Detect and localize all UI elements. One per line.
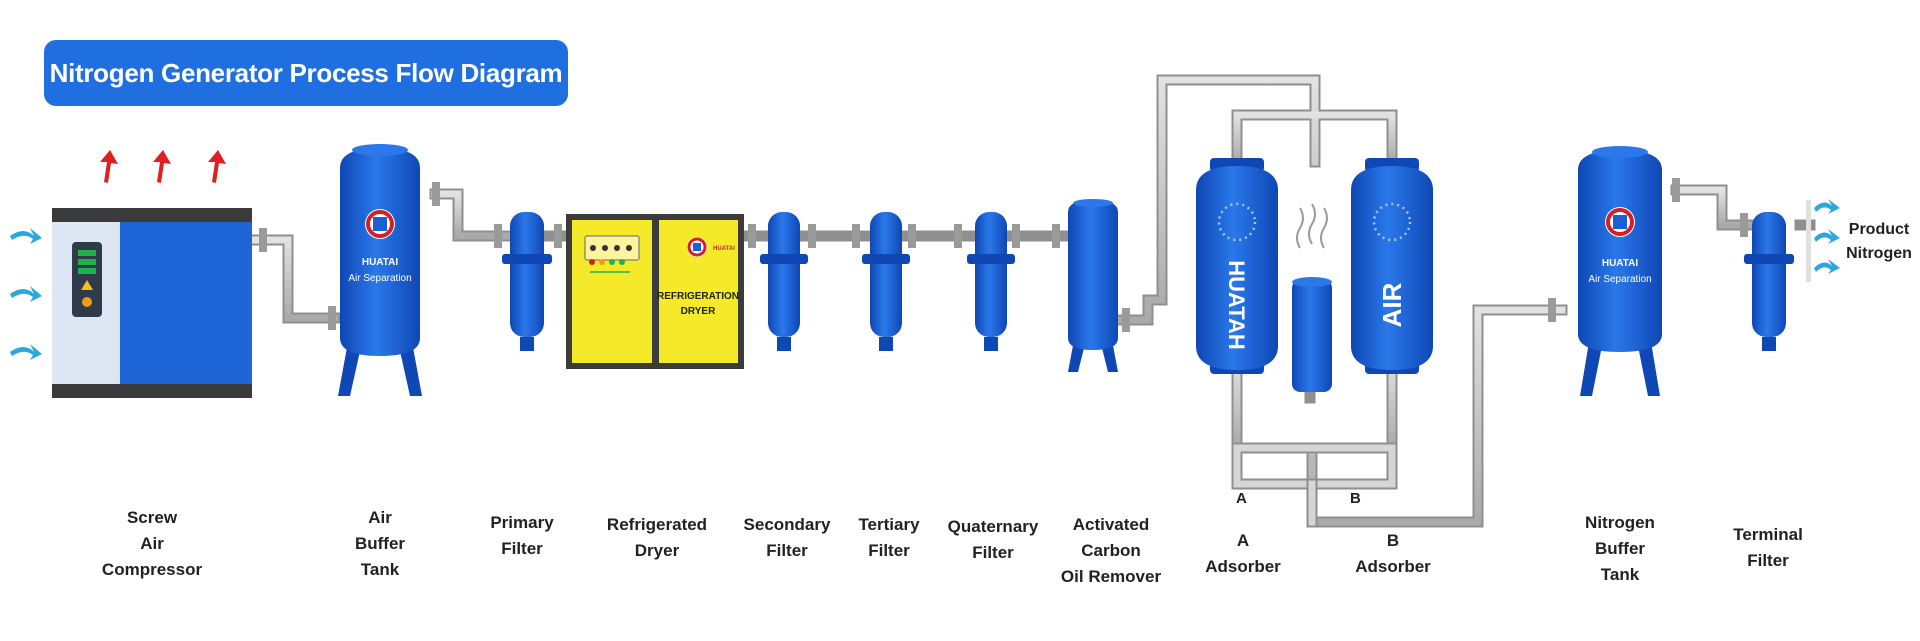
heat-exhaust-arrows <box>100 150 226 183</box>
tank-brand-name: HUATAI <box>1602 258 1639 269</box>
product-outlet-arrows <box>1814 199 1840 274</box>
tank-brand-subtitle: Air Separation <box>1588 274 1651 285</box>
dryer-label-line1: REFRIGERATION <box>657 291 739 302</box>
label-screw-air-compressor: Screw Air Compressor <box>101 508 203 579</box>
tertiary-filter <box>862 212 910 351</box>
primary-filter <box>502 212 552 351</box>
huatai-logo-icon <box>1605 207 1635 237</box>
label-primary-filter: Primary Filter <box>490 513 554 558</box>
label-air-buffer-tank: Air Buffer Tank <box>354 508 406 579</box>
huatai-logo-icon <box>365 209 395 239</box>
air-buffer-tank <box>338 144 422 396</box>
pipe-label-a: A <box>1236 490 1247 507</box>
secondary-filter <box>760 212 808 351</box>
product-nitrogen-label: Product Nitrogen <box>1846 221 1912 262</box>
piping <box>246 74 1816 528</box>
screw-air-compressor <box>52 208 252 398</box>
dryer-label-line2: DRYER <box>681 306 716 317</box>
tank-brand-name: HUATAI <box>362 257 399 268</box>
nitrogen-buffer-tank <box>1578 146 1662 396</box>
label-secondary-filter: Secondary Filter <box>743 515 831 560</box>
label-quaternary-filter: Quaternary Filter <box>947 517 1039 562</box>
adsorber-a <box>1196 158 1278 374</box>
label-terminal-filter: Terminal Filter <box>1733 525 1803 570</box>
air-inlet-arrows <box>10 228 42 360</box>
label-refrigerated-dryer: Refrigerated Dryer <box>606 515 708 560</box>
diagram-title: Nitrogen Generator Process Flow Diagram <box>44 40 568 106</box>
refrigerated-dryer <box>566 214 744 369</box>
adsorber-b-vessel-text: AIR <box>1377 282 1407 327</box>
adsorber-b <box>1351 158 1433 374</box>
label-tertiary-filter: Tertiary Filter <box>858 515 920 560</box>
label-adsorber-a: A Adsorber <box>1205 531 1281 576</box>
activated-carbon-oil-remover <box>1068 199 1118 372</box>
dryer-brand: HUATAI <box>713 246 735 252</box>
muffler-silencer <box>1292 203 1332 392</box>
label-nitrogen-buffer-tank: Nitrogen Buffer Tank <box>1585 513 1655 584</box>
quaternary-filter <box>967 212 1015 351</box>
dryer-logo-icon <box>687 237 707 257</box>
label-activated-carbon-oil-remover: Activated Carbon Oil Remover <box>1060 515 1162 586</box>
adsorber-a-vessel-text: HUATAH <box>1224 260 1249 350</box>
label-adsorber-b: B Adsorber <box>1355 531 1431 576</box>
pipe-label-b: B <box>1350 490 1361 507</box>
terminal-filter <box>1744 200 1811 351</box>
tank-brand-subtitle: Air Separation <box>348 273 411 284</box>
